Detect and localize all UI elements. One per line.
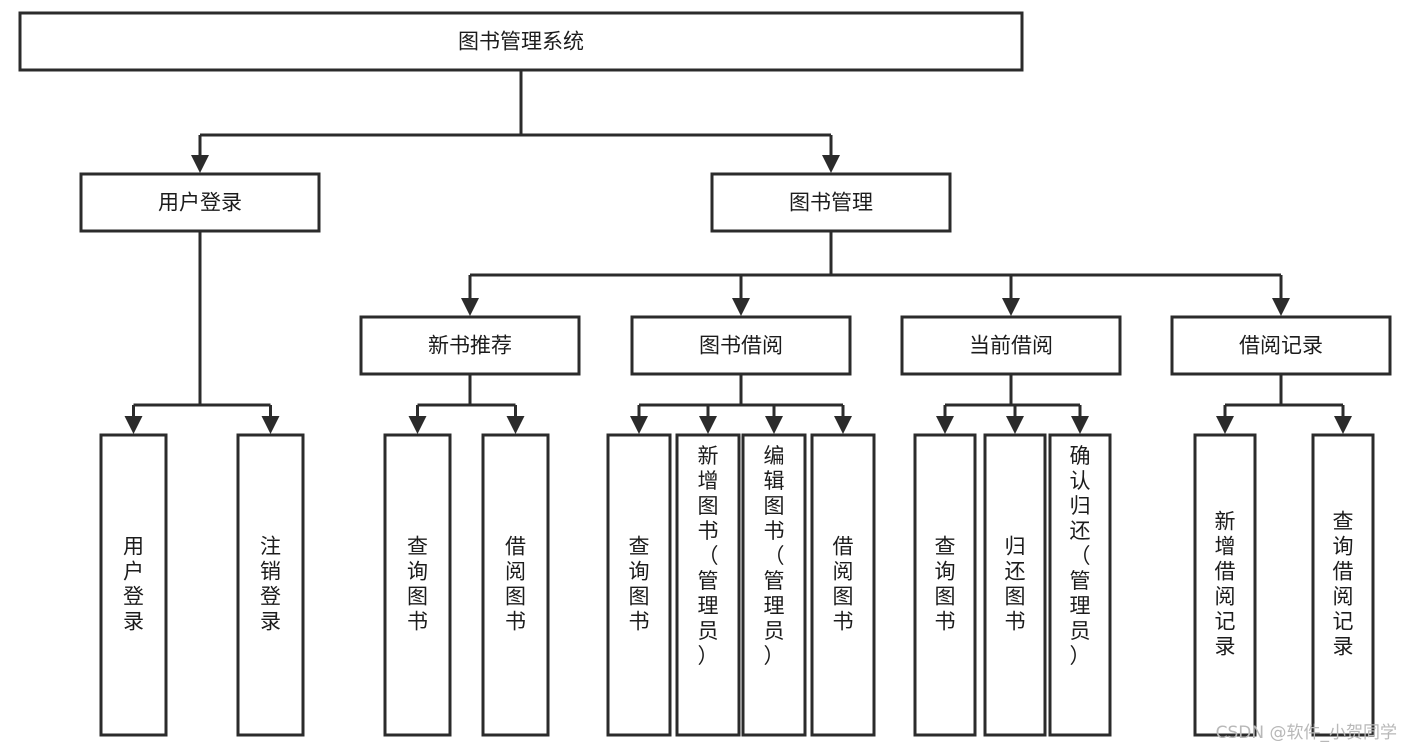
- node-label-leaf-bw-borrow: 借阅图书: [833, 535, 854, 634]
- node-box-leaf-bw-edit[interactable]: [741, 433, 807, 737]
- node-leaf-nb-borrow[interactable]: 借阅图书: [481, 433, 550, 737]
- connector-conn-newbook-bus: [408, 374, 525, 434]
- node-box-leaf-rc-query[interactable]: [1311, 433, 1375, 737]
- node-label-leaf-rc-add: 新增借阅记录: [1215, 510, 1236, 659]
- node-current[interactable]: 当前借阅: [900, 315, 1122, 376]
- node-leaf-rc-add[interactable]: 新增借阅记录: [1193, 433, 1257, 737]
- node-bookmgmt[interactable]: 图书管理: [710, 172, 952, 233]
- connector-conn-root-bus: [191, 70, 840, 173]
- node-box-current[interactable]: [900, 315, 1122, 376]
- node-label-leaf-nb-borrow: 借阅图书: [505, 535, 526, 634]
- connector-conn-records-bus: [1216, 374, 1352, 434]
- connector-conn-bookmgmt-bus: [461, 231, 1290, 316]
- node-leaf-rc-query[interactable]: 查询借阅记录: [1311, 433, 1375, 737]
- node-label-borrow: 图书借阅: [699, 334, 783, 358]
- node-box-newbook[interactable]: [359, 315, 581, 376]
- node-label-current: 当前借阅: [969, 334, 1053, 358]
- connectors-layer: [124, 70, 1352, 434]
- node-newbook[interactable]: 新书推荐: [359, 315, 581, 376]
- node-label-bookmgmt: 图书管理: [789, 191, 873, 215]
- node-leaf-cb-return[interactable]: 归还图书: [983, 433, 1047, 737]
- node-box-leaf-cb-query[interactable]: [913, 433, 977, 737]
- node-borrow[interactable]: 图书借阅: [630, 315, 852, 376]
- node-label-leaf-cb-confirm: 确认归还（管理员）: [1070, 444, 1091, 668]
- node-box-leaf-user-login[interactable]: [99, 433, 168, 737]
- node-label-leaf-nb-query: 查询图书: [407, 535, 428, 634]
- node-leaf-bw-query[interactable]: 查询图书: [606, 433, 672, 737]
- node-label-leaf-cb-return: 归还图书: [1005, 535, 1026, 634]
- node-label-root: 图书管理系统: [458, 30, 584, 54]
- watermark-label: CSDN @软件_小贺同学: [1215, 723, 1397, 743]
- connector-conn-borrow-bus: [630, 374, 852, 434]
- node-box-leaf-user-logout[interactable]: [236, 433, 305, 737]
- node-leaf-cb-query[interactable]: 查询图书: [913, 433, 977, 737]
- node-login[interactable]: 用户登录: [79, 172, 321, 233]
- node-label-leaf-user-login: 用户登录: [123, 535, 144, 634]
- node-leaf-bw-borrow[interactable]: 借阅图书: [810, 433, 876, 737]
- node-box-leaf-bw-borrow[interactable]: [810, 433, 876, 737]
- node-box-leaf-bw-query[interactable]: [606, 433, 672, 737]
- node-root[interactable]: 图书管理系统: [18, 11, 1024, 72]
- node-box-leaf-nb-borrow[interactable]: [481, 433, 550, 737]
- node-label-leaf-rc-query: 查询借阅记录: [1333, 510, 1354, 659]
- node-label-leaf-bw-query: 查询图书: [629, 535, 650, 634]
- node-records[interactable]: 借阅记录: [1170, 315, 1392, 376]
- node-label-records: 借阅记录: [1239, 334, 1323, 358]
- nodes-layer: 图书管理系统用户登录图书管理新书推荐图书借阅当前借阅借阅记录用户登录注销登录查询…: [18, 11, 1392, 737]
- node-box-root[interactable]: [18, 11, 1024, 72]
- node-leaf-nb-query[interactable]: 查询图书: [383, 433, 452, 737]
- node-box-leaf-nb-query[interactable]: [383, 433, 452, 737]
- node-label-login: 用户登录: [158, 191, 242, 215]
- node-box-leaf-rc-add[interactable]: [1193, 433, 1257, 737]
- node-leaf-bw-add[interactable]: 新增图书（管理员）: [675, 433, 741, 737]
- node-label-newbook: 新书推荐: [428, 334, 512, 358]
- node-label-leaf-bw-add: 新增图书（管理员）: [698, 444, 719, 668]
- node-box-login[interactable]: [79, 172, 321, 233]
- node-box-bookmgmt[interactable]: [710, 172, 952, 233]
- node-box-records[interactable]: [1170, 315, 1392, 376]
- connector-conn-login-bus: [124, 231, 280, 434]
- node-leaf-bw-edit[interactable]: 编辑图书（管理员）: [741, 433, 807, 737]
- connector-conn-current-bus: [936, 374, 1089, 434]
- node-leaf-user-logout[interactable]: 注销登录: [236, 433, 305, 737]
- node-box-leaf-cb-confirm[interactable]: [1048, 433, 1112, 737]
- node-leaf-user-login[interactable]: 用户登录: [99, 433, 168, 737]
- node-box-leaf-cb-return[interactable]: [983, 433, 1047, 737]
- node-label-leaf-bw-edit: 编辑图书（管理员）: [764, 444, 785, 668]
- node-leaf-cb-confirm[interactable]: 确认归还（管理员）: [1048, 433, 1112, 737]
- node-label-leaf-user-logout: 注销登录: [260, 535, 281, 634]
- node-label-leaf-cb-query: 查询图书: [935, 535, 956, 634]
- node-box-leaf-bw-add[interactable]: [675, 433, 741, 737]
- node-box-borrow[interactable]: [630, 315, 852, 376]
